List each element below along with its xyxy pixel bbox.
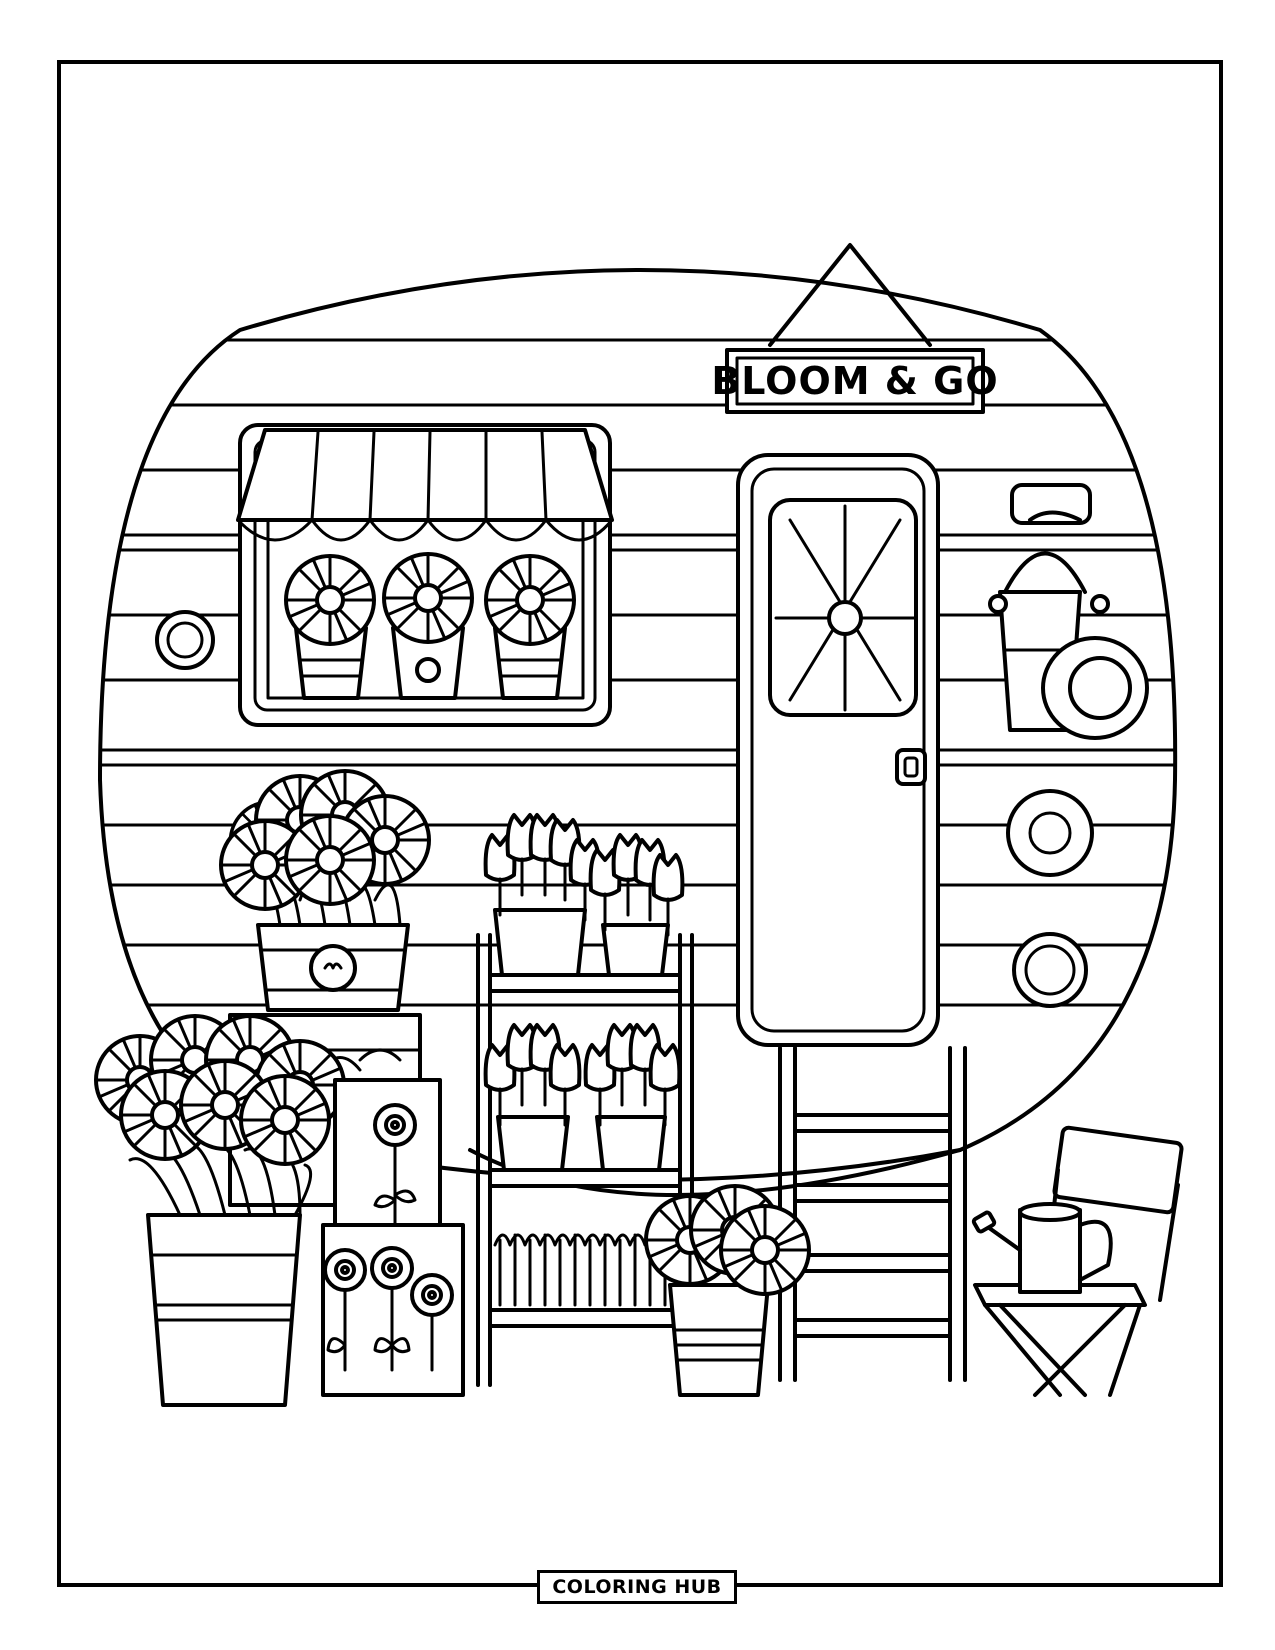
watering-can	[971, 1202, 1113, 1294]
door-steps	[778, 1046, 967, 1382]
shop-window	[236, 423, 614, 727]
small-daisy-pot	[644, 1184, 811, 1397]
porthole-right-top	[1006, 789, 1094, 877]
tulip-pot-3	[483, 1023, 582, 1172]
sign-text: BLOOM & GO	[711, 359, 998, 403]
brand-badge: COLORING HUB	[537, 1570, 737, 1604]
porthole-left	[155, 610, 215, 670]
porthole-right-bottom	[1012, 932, 1088, 1008]
flower-poster-back	[333, 1078, 442, 1232]
shop-sign: BLOOM & GO	[711, 243, 998, 414]
flower-poster-front	[321, 1223, 465, 1397]
brand-text: COLORING HUB	[552, 1576, 722, 1598]
tulip-pot-4	[583, 1023, 682, 1172]
tulip-shelf	[476, 813, 694, 1387]
hanging-bucket-and-hat	[988, 483, 1149, 740]
tulip-pot-1	[483, 813, 602, 977]
camper-door	[736, 453, 940, 1047]
window-flower-pots	[284, 552, 576, 700]
tulip-pot-2	[588, 833, 685, 977]
large-daisy-bucket	[94, 1014, 346, 1407]
